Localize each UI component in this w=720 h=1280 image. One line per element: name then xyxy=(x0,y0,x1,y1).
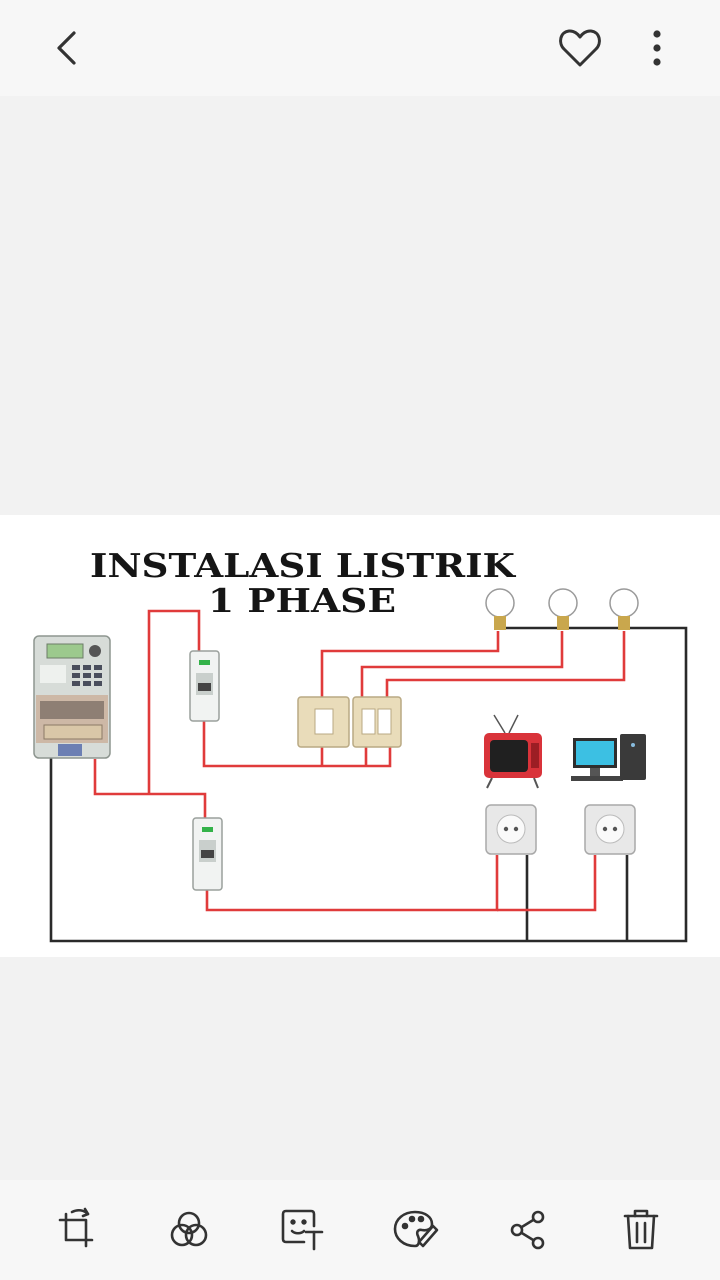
vertical-dots-icon xyxy=(653,30,661,66)
bottom-toolbar xyxy=(0,1180,720,1280)
live-wires xyxy=(93,609,626,912)
computer xyxy=(571,734,646,781)
light-bulb-2 xyxy=(548,588,578,630)
sticker-text-icon xyxy=(281,1209,324,1251)
share-button[interactable] xyxy=(500,1202,556,1258)
single-switch xyxy=(297,696,350,748)
heart-outline-icon xyxy=(559,29,601,67)
palette-brush-icon xyxy=(393,1210,439,1248)
double-switch xyxy=(352,696,402,748)
chevron-left-icon xyxy=(57,31,76,65)
wiring-diagram: INSTALASI LISTRIK 1 PHASE xyxy=(33,546,688,943)
share-icon xyxy=(510,1210,545,1250)
filter-icon xyxy=(170,1211,208,1247)
back-button[interactable] xyxy=(40,22,92,74)
electric-meter xyxy=(33,635,111,759)
light-bulb-3 xyxy=(609,588,639,630)
circuit-breaker-2 xyxy=(192,817,223,891)
photo-wiring-diagram[interactable]: INSTALASI LISTRIK 1 PHASE xyxy=(0,515,720,957)
top-app-bar xyxy=(0,0,720,96)
sticker-text-button[interactable] xyxy=(274,1202,330,1258)
crop-rotate-icon xyxy=(58,1207,94,1248)
diagram-title-line1: INSTALASI LISTRIK xyxy=(90,546,516,585)
television xyxy=(484,714,542,789)
wall-socket-1 xyxy=(485,804,537,855)
circuit-breaker-1 xyxy=(189,650,220,722)
diagram-title-line2: 1 PHASE xyxy=(208,581,396,620)
neutral-wires xyxy=(49,626,688,943)
light-bulb-1 xyxy=(485,588,515,630)
trash-icon xyxy=(623,1209,659,1250)
wall-socket-2 xyxy=(584,804,636,855)
draw-button[interactable] xyxy=(387,1202,443,1258)
filter-button[interactable] xyxy=(161,1202,217,1258)
more-options-button[interactable] xyxy=(634,20,680,76)
favorite-button[interactable] xyxy=(552,20,608,76)
image-viewer[interactable]: INSTALASI LISTRIK 1 PHASE xyxy=(0,96,720,1180)
edit-crop-button[interactable] xyxy=(48,1202,104,1258)
delete-button[interactable] xyxy=(613,1202,669,1258)
